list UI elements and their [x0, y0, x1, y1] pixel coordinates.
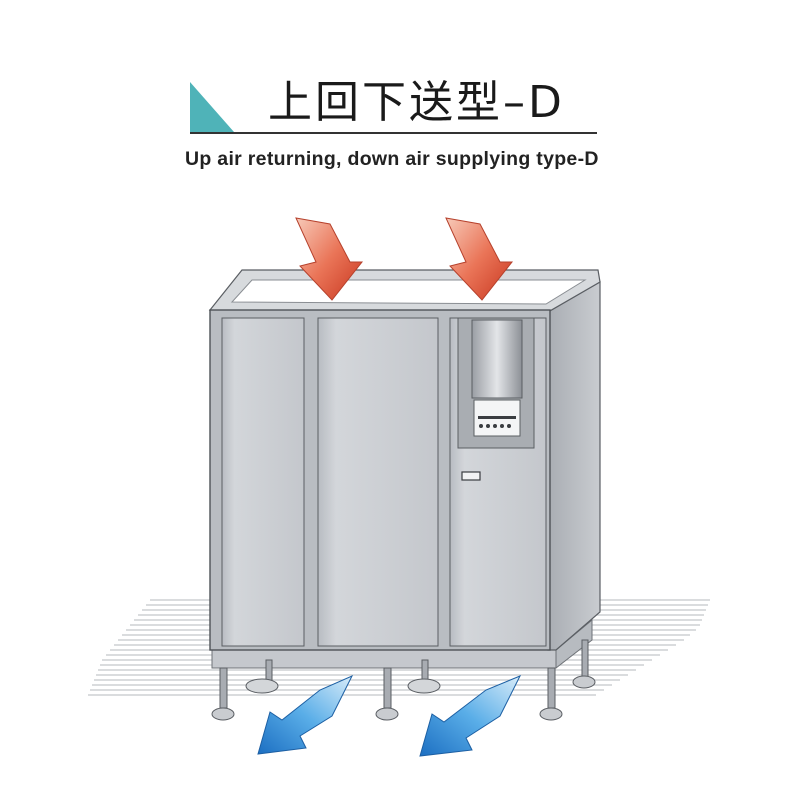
cabinet-top-opening	[208, 269, 601, 313]
cabinet-front	[209, 309, 551, 651]
door-handle[interactable]	[461, 471, 481, 481]
title-english: Up air returning, down air supplying typ…	[185, 148, 599, 170]
red-arrow-down-icon	[295, 217, 364, 301]
red-arrow-down-icon	[445, 217, 514, 301]
blue-arrow-down-left-icon	[419, 675, 522, 757]
controller-buttons	[478, 416, 516, 428]
leg-front-right	[539, 667, 563, 721]
title-triangle-icon	[190, 82, 234, 132]
door-panel-middle[interactable]	[317, 317, 439, 647]
leg-back-right	[572, 639, 596, 689]
leg-back-left	[245, 659, 279, 694]
support-legs	[211, 639, 596, 721]
title-underline	[190, 132, 597, 134]
header: 上回下送型–D Up air returning, down air suppl…	[0, 0, 800, 190]
title-chinese: 上回下送型–D	[268, 77, 565, 128]
blue-arrow-down-left-icon	[257, 674, 354, 755]
leg-front-left	[211, 667, 235, 721]
supply-air-arrows	[257, 674, 522, 757]
leg-front-mid	[375, 667, 399, 721]
cabinet-side	[547, 280, 601, 651]
leg-back-mid	[407, 659, 441, 694]
door-panel-left[interactable]	[221, 317, 305, 647]
air-conditioner-diagram	[88, 217, 710, 757]
controller-screen	[471, 319, 523, 399]
return-air-arrows	[295, 217, 514, 301]
